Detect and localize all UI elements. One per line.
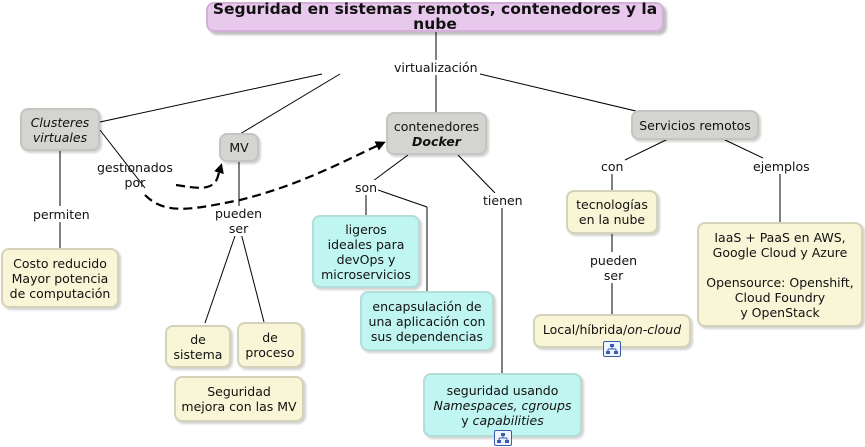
concept-text: Local/híbrida/ — [542, 322, 628, 337]
link-text: con — [601, 159, 624, 174]
link-son-encaps — [377, 189, 428, 208]
concept-text: Seguridad — [207, 384, 271, 399]
link-text: pueden — [590, 253, 638, 268]
map-title: Seguridad en sistemas remotos, contenedo… — [206, 0, 664, 33]
concept-contenedores-docker[interactable]: contenedores Docker — [386, 112, 487, 155]
link-cont-son — [372, 154, 409, 182]
link-text: ejemplos — [753, 159, 810, 174]
concept-text: seguridad usando — [446, 382, 559, 398]
link-gestionados-por: gestionados por — [96, 160, 174, 190]
concept-servicios-remotos[interactable]: Servicios remotos — [631, 110, 759, 140]
concept-ligeros[interactable]: ligeros ideales para devOps y microservi… — [312, 215, 420, 288]
link-serv-con — [624, 138, 669, 161]
concept-text: de — [190, 331, 206, 347]
concept-text: Google Cloud y Azure — [712, 244, 848, 260]
link-ser-proceso — [240, 232, 265, 323]
link-virt-clusteres — [99, 73, 323, 123]
concept-text: sistema — [173, 346, 223, 362]
concept-costo-reducido[interactable]: Costo reducido Mayor potencia de computa… — [1, 248, 119, 308]
dashed-arrow-to-mv — [175, 163, 224, 189]
concept-text: de — [262, 330, 278, 345]
link-virt-servicios — [479, 73, 641, 113]
submap-icon[interactable] — [603, 341, 621, 357]
link-text: permiten — [33, 207, 90, 222]
link-con: con — [600, 159, 625, 174]
link-text: tienen — [483, 193, 523, 208]
concept-text: Costo reducido — [13, 255, 107, 271]
link-son: son — [354, 180, 379, 195]
concept-de-proceso[interactable]: de proceso — [237, 322, 303, 368]
link-text: son — [355, 180, 378, 195]
link-pueden-ser-mv: pueden ser — [214, 206, 264, 236]
concept-tecnologias-nube[interactable]: tecnologías en la nube — [566, 190, 658, 234]
concept-text: proceso — [245, 345, 295, 360]
concept-text: MV — [229, 140, 249, 155]
concept-text: Cloud Foundry — [734, 289, 826, 305]
concept-mv[interactable]: MV — [219, 133, 259, 162]
link-text: ser — [228, 221, 249, 236]
link-virt-mv — [239, 73, 341, 135]
concept-text: Mayor potencia — [11, 270, 109, 286]
concept-text: virtuales — [32, 129, 88, 145]
concept-text: microservicios — [321, 266, 411, 282]
link-serv-ejemplos — [722, 138, 764, 159]
link-pueden-ser-nube: pueden ser — [589, 253, 639, 283]
concept-text: una aplicación con — [368, 313, 486, 329]
link-text: pueden — [215, 206, 263, 221]
concept-text: encapsulación de — [372, 298, 482, 314]
link-ejemplos: ejemplos — [752, 159, 811, 174]
concept-text: Servicios remotos — [639, 117, 751, 133]
concept-text: Clusteres — [30, 114, 90, 130]
concept-ejemplos-nube[interactable]: IaaS + PaaS en AWS, Google Cloud y Azure… — [697, 222, 863, 327]
concept-text: on-cloud — [627, 322, 682, 337]
concept-text: sus dependencias — [370, 328, 484, 344]
dashed-arrow-to-docker — [144, 141, 386, 210]
concept-text: Opensource: Openshift, — [706, 274, 854, 290]
concept-text: devOps y — [336, 251, 396, 267]
link-ser-sistema — [204, 232, 237, 324]
hierarchy-icon — [606, 343, 618, 354]
concept-text: en la nube — [578, 212, 646, 227]
concept-text: de computación — [9, 285, 111, 301]
hierarchy-icon — [497, 432, 509, 443]
concept-text: y OpenStack — [740, 304, 820, 320]
concept-text: capabilities — [472, 412, 544, 428]
concept-clusteres-virtuales[interactable]: Clusteres virtuales — [20, 108, 100, 151]
map-title-text: Seguridad en sistemas remotos, contenedo… — [212, 0, 658, 33]
concept-seguridad-usando[interactable]: seguridad usando Namespaces, cgroups y c… — [423, 373, 582, 437]
link-text: virtualización — [394, 60, 478, 75]
concept-text: y — [461, 412, 473, 428]
concept-text: IaaS + PaaS en AWS, — [714, 229, 846, 245]
concept-de-sistema[interactable]: de sistema — [165, 325, 231, 368]
link-virtualizacion: virtualización — [393, 60, 479, 75]
concept-text: ligeros — [345, 221, 387, 237]
concept-text: mejora con las MV — [181, 399, 297, 414]
concept-text: Docker — [412, 133, 461, 149]
concept-text: tecnologías — [576, 197, 648, 212]
link-text: gestionados — [97, 160, 173, 175]
concept-text: Namespaces, cgroups — [433, 397, 572, 413]
concept-encapsulacion[interactable]: encapsulación de una aplicación con sus … — [360, 291, 494, 351]
link-clusteres-gestionados — [99, 129, 146, 189]
concept-seguridad-mv[interactable]: Seguridad mejora con las MV — [174, 376, 304, 422]
link-permiten: permiten — [32, 207, 91, 222]
link-text: por — [124, 175, 146, 190]
submap-icon[interactable] — [494, 430, 512, 446]
link-cont-tienen — [457, 154, 496, 194]
concept-text: contenedores — [393, 118, 480, 134]
link-tienen: tienen — [482, 193, 524, 208]
concept-text: ideales para — [327, 236, 405, 252]
link-text: ser — [603, 268, 624, 283]
